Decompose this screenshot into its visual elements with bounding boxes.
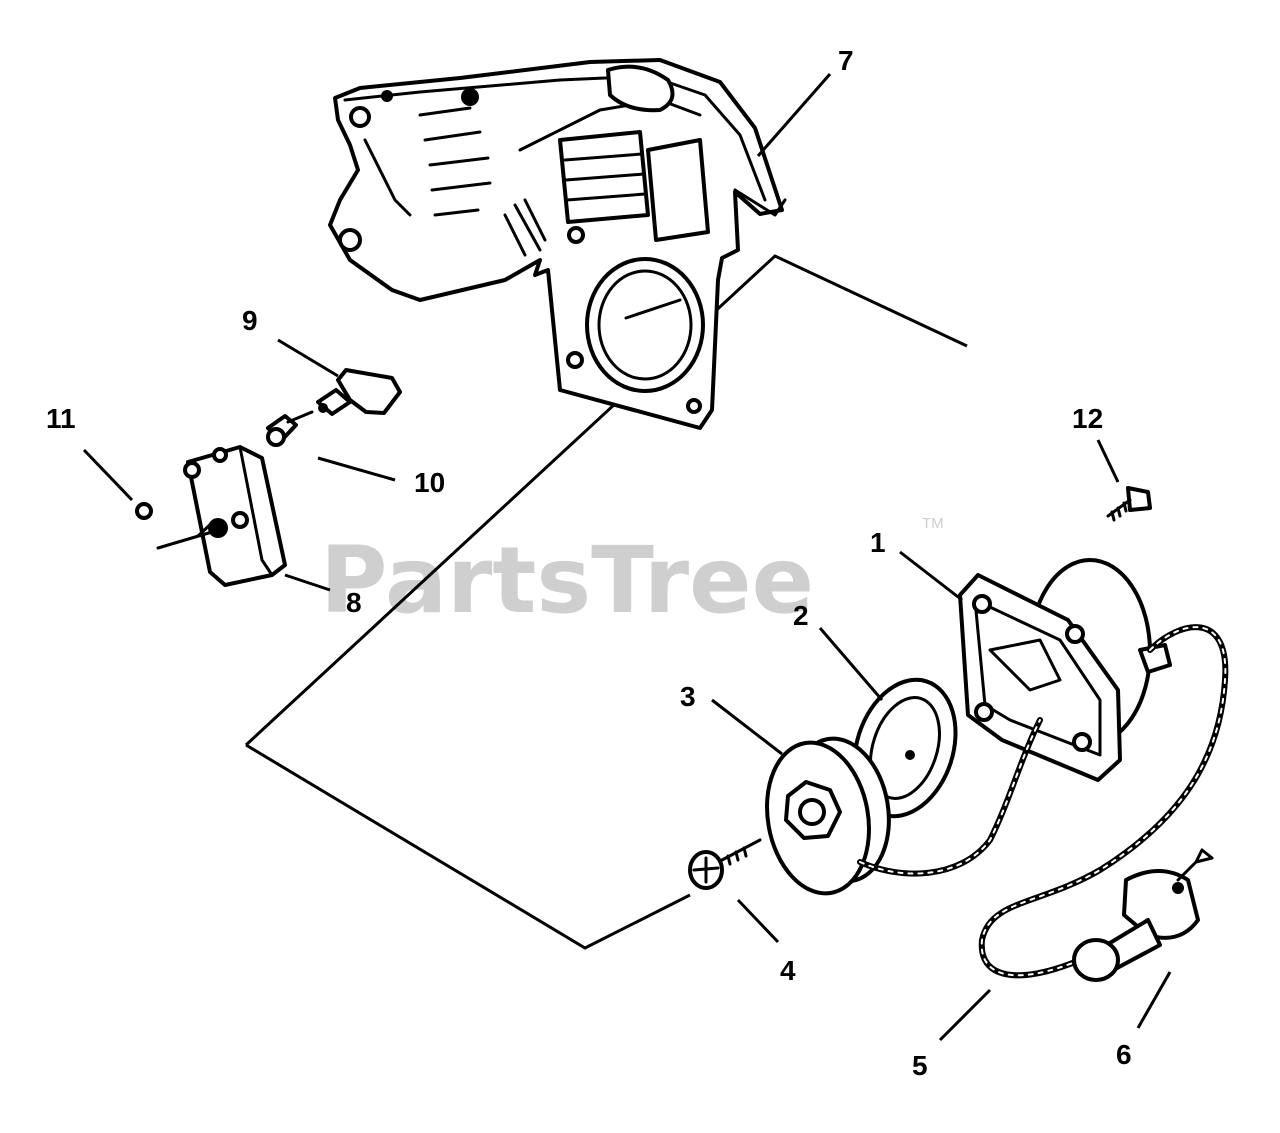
leader-lines [82,73,1172,1042]
mounting-plane-outline [244,254,968,747]
leader-2 [818,627,884,701]
leader-4 [736,898,780,944]
part-8-block[interactable] [156,445,287,587]
part-10-spring[interactable] [266,410,314,447]
part-4-bolt[interactable] [688,838,762,890]
part-5-rope[interactable] [857,624,1229,979]
part-1-starter-housing[interactable] [958,558,1172,782]
watermark-trademark: TM [922,515,944,532]
leader-3 [711,698,783,756]
callout-4: 4 [780,955,796,986]
callout-labels: 1 2 3 4 5 6 7 8 9 10 11 12 [46,45,1132,1081]
part-6-handle[interactable] [1072,848,1214,982]
leader-6 [1136,971,1172,1029]
callout-11: 11 [46,403,76,434]
callout-9: 9 [242,305,258,336]
leader-7 [756,73,832,157]
callout-8: 8 [346,587,362,618]
callout-3: 3 [680,681,696,712]
callout-7: 7 [838,45,854,76]
watermark: PartsTree TM [320,515,944,634]
leader-11 [82,448,134,502]
callout-5: 5 [912,1050,928,1081]
part-3-pulley[interactable] [756,731,900,902]
leader-12 [1096,439,1120,483]
leader-10 [317,456,396,482]
part-9-connector[interactable] [316,368,402,416]
part-7-housing[interactable] [328,58,787,430]
leader-8 [284,573,331,592]
part-11-clip[interactable] [135,502,153,520]
mounting-plane-lower-edge [245,743,691,950]
callout-2: 2 [793,600,809,631]
leader-5 [938,988,992,1042]
leader-1 [899,550,963,602]
leader-9 [277,338,339,378]
watermark-text: PartsTree [320,527,814,634]
part-12-screw[interactable] [1106,486,1152,522]
callout-10: 10 [414,467,445,498]
callout-6: 6 [1116,1039,1132,1070]
callout-12: 12 [1072,403,1103,434]
callout-1: 1 [870,527,886,558]
